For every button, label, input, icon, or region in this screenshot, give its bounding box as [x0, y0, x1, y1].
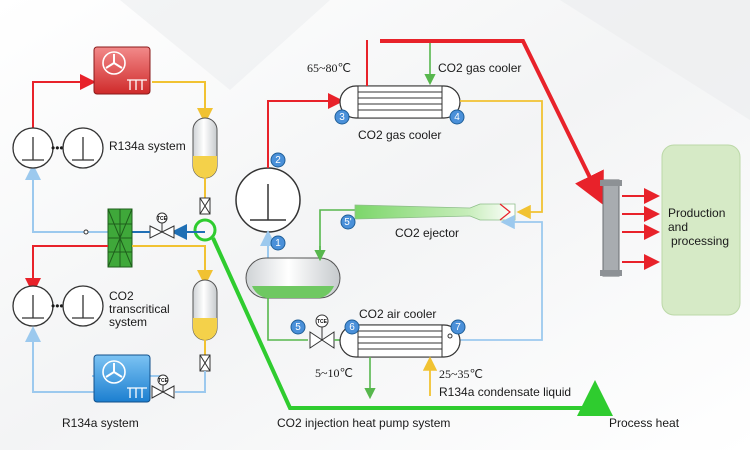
heat-exchanger-ring-icon: [193, 218, 217, 242]
r134a-system-top-label: R134a system: [109, 139, 186, 153]
temp-5-10-label: 5~10℃: [315, 366, 353, 380]
production-panel: [661, 144, 741, 316]
sensor-point-icon: [447, 333, 453, 339]
pipe-red-co2-left: [25, 245, 108, 294]
air-cooler-label: CO2 air cooler: [359, 307, 436, 321]
separator-vessel-icon: [245, 257, 341, 299]
process-heat-label: Process heat: [609, 416, 680, 430]
air-cooler-icon: [339, 324, 461, 358]
svg-text:5': 5': [344, 217, 352, 228]
state-point-6: 6: [344, 319, 360, 335]
co2-transcritical-label-3: system: [109, 315, 147, 329]
gas-cooler-label: CO2 gas cooler: [358, 128, 441, 142]
r134a-condensate-label: R134a condensate liquid: [439, 385, 571, 399]
pipe-blue-air-cooler: [460, 214, 543, 341]
process-heat-arrows: [622, 188, 660, 270]
gas-cooler-top-label: CO2 gas cooler: [438, 61, 521, 75]
co2-transcritical-label-1: CO2: [109, 289, 134, 303]
temp-25-35-label: 25~35℃: [439, 367, 483, 381]
co2-transcritical-label-2: transcritical: [109, 302, 170, 316]
receiver-tank-bottom-icon: [192, 279, 218, 341]
co2-injection-label: CO2 injection heat pump system: [277, 416, 450, 430]
compressor-mid-2-icon: [62, 285, 104, 327]
receiver-tank-top-icon: [192, 117, 218, 179]
production-label-1: Production: [668, 206, 725, 220]
svg-text:2: 2: [275, 155, 281, 166]
compressor-top-2-icon: [62, 127, 104, 169]
valve-tag-top: TCE: [157, 216, 168, 222]
expansion-valve-bottom-icon: [151, 374, 175, 399]
compressor-top-1-icon: [12, 127, 54, 169]
pipe-green-injection: [211, 237, 613, 416]
expansion-valve-top-icon: [149, 212, 175, 239]
pipe-yellow-ejector: [460, 100, 543, 220]
pipe-blue-bottom: [175, 371, 206, 393]
pipe-yellow-co2: [132, 245, 213, 286]
valve-tag-bottom: TCE: [158, 378, 169, 384]
pipe-red-process-heat: [380, 39, 604, 206]
fan-icon: [102, 51, 126, 75]
production-label-3: processing: [671, 234, 729, 248]
svg-text:1: 1: [275, 238, 281, 249]
state-point-3: 3: [334, 109, 350, 125]
ellipsis-bottom: •••: [51, 299, 64, 313]
state-point-5-prime: 5': [340, 214, 356, 230]
gas-cooler-icon: [339, 85, 461, 119]
main-compressor-icon: [235, 167, 301, 233]
filter-drier-top-icon: [199, 197, 211, 215]
heat-distributor-icon: [600, 179, 622, 277]
svg-text:5: 5: [295, 322, 301, 333]
state-point-2: 2: [270, 152, 286, 168]
pipe-green-liquid: [267, 298, 308, 341]
background-shape: [560, 0, 750, 120]
svg-text:7: 7: [455, 322, 461, 333]
cascade-heat-exchanger-icon: [107, 208, 133, 268]
fan-blade-icon: [105, 54, 123, 69]
compressor-mid-1-icon: [12, 285, 54, 327]
svg-text:6: 6: [349, 322, 355, 333]
ejector-label: CO2 ejector: [395, 226, 459, 240]
background-shape: [120, 0, 330, 90]
pipe-red-top-left: [32, 74, 96, 128]
state-point-5: 5: [290, 319, 306, 335]
production-label-2: and: [668, 220, 688, 234]
fin-icon: [127, 79, 147, 90]
pipe-red-discharge: [267, 93, 344, 168]
valve-tag-main: TCE: [317, 319, 328, 325]
temp-65-80-label: 65~80℃: [307, 61, 351, 75]
filter-drier-bottom-icon: [199, 354, 211, 372]
svg-text:4: 4: [454, 112, 460, 123]
r134a-system-bottom-label: R134a system: [62, 416, 139, 430]
sensor-point-icon: [83, 229, 89, 235]
state-point-7: 7: [450, 319, 466, 335]
evaporator-fan-bottom-icon: [93, 354, 151, 403]
svg-text:3: 3: [339, 112, 345, 123]
ellipsis-top: •••: [51, 141, 64, 155]
state-point-1: 1: [270, 235, 286, 251]
pipe-blue-top-left: [25, 164, 130, 233]
state-point-4: 4: [449, 109, 465, 125]
pipe-yellow-top: [152, 81, 213, 124]
